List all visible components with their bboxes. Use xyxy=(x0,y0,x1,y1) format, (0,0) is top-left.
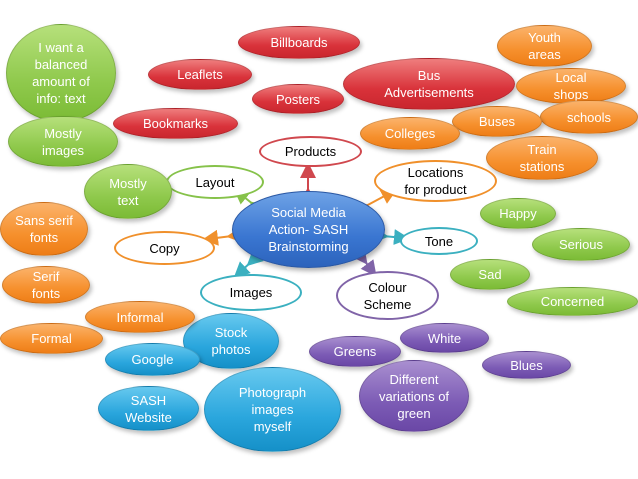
idea-sash-website[interactable]: SASH Website xyxy=(98,386,199,431)
connector-colour-scheme xyxy=(351,247,377,277)
category-tone[interactable]: Tone xyxy=(400,227,478,255)
idea-google[interactable]: Google xyxy=(105,343,200,376)
idea-bus-advertisements[interactable]: Bus Advertisements xyxy=(343,58,515,110)
idea-colleges[interactable]: Colleges xyxy=(360,117,460,150)
idea-mostly-text[interactable]: Mostly text xyxy=(84,164,172,219)
idea-sad[interactable]: Sad xyxy=(450,259,530,290)
idea-mostly-images[interactable]: Mostly images xyxy=(8,116,118,167)
idea-serif-fonts[interactable]: Serif fonts xyxy=(2,266,90,304)
idea-informal[interactable]: Informal xyxy=(85,301,195,333)
category-layout[interactable]: Layout xyxy=(166,165,264,199)
idea-billboards[interactable]: Billboards xyxy=(238,26,360,59)
idea-buses[interactable]: Buses xyxy=(452,106,542,137)
idea-photograph-images[interactable]: Photograph images myself xyxy=(204,367,341,452)
category-copy[interactable]: Copy xyxy=(114,231,215,265)
idea-local-shops[interactable]: Local shops xyxy=(516,68,626,104)
idea-train-stations[interactable]: Train stations xyxy=(486,136,598,180)
idea-serious[interactable]: Serious xyxy=(532,228,630,261)
category-colour-scheme[interactable]: Colour Scheme xyxy=(336,271,439,320)
category-images[interactable]: Images xyxy=(200,274,302,311)
idea-sans-serif-fonts[interactable]: Sans serif fonts xyxy=(0,202,88,256)
idea-formal[interactable]: Formal xyxy=(0,323,103,354)
idea-leaflets[interactable]: Leaflets xyxy=(148,59,252,90)
connector-copy xyxy=(202,226,243,246)
idea-white[interactable]: White xyxy=(400,323,489,353)
idea-posters[interactable]: Posters xyxy=(252,84,344,114)
category-products[interactable]: Products xyxy=(259,136,362,167)
idea-schools[interactable]: schools xyxy=(540,100,638,134)
category-locations[interactable]: Locations for product xyxy=(374,160,497,202)
idea-stock-photos[interactable]: Stock photos xyxy=(183,313,279,369)
connector-images xyxy=(233,249,264,279)
connector-locations xyxy=(351,189,398,219)
idea-youth-areas[interactable]: Youth areas xyxy=(497,25,592,67)
idea-happy[interactable]: Happy xyxy=(480,198,556,229)
center-node[interactable]: Social Media Action- SASH Brainstorming xyxy=(232,191,385,268)
idea-different-greens[interactable]: Different variations of green xyxy=(359,360,469,432)
idea-blues[interactable]: Blues xyxy=(482,351,571,379)
idea-greens[interactable]: Greens xyxy=(309,336,401,367)
idea-balanced-info[interactable]: I want a balanced amount of info: text xyxy=(6,24,116,122)
idea-bookmarks[interactable]: Bookmarks xyxy=(113,108,238,139)
idea-concerned[interactable]: Concerned xyxy=(507,287,638,316)
